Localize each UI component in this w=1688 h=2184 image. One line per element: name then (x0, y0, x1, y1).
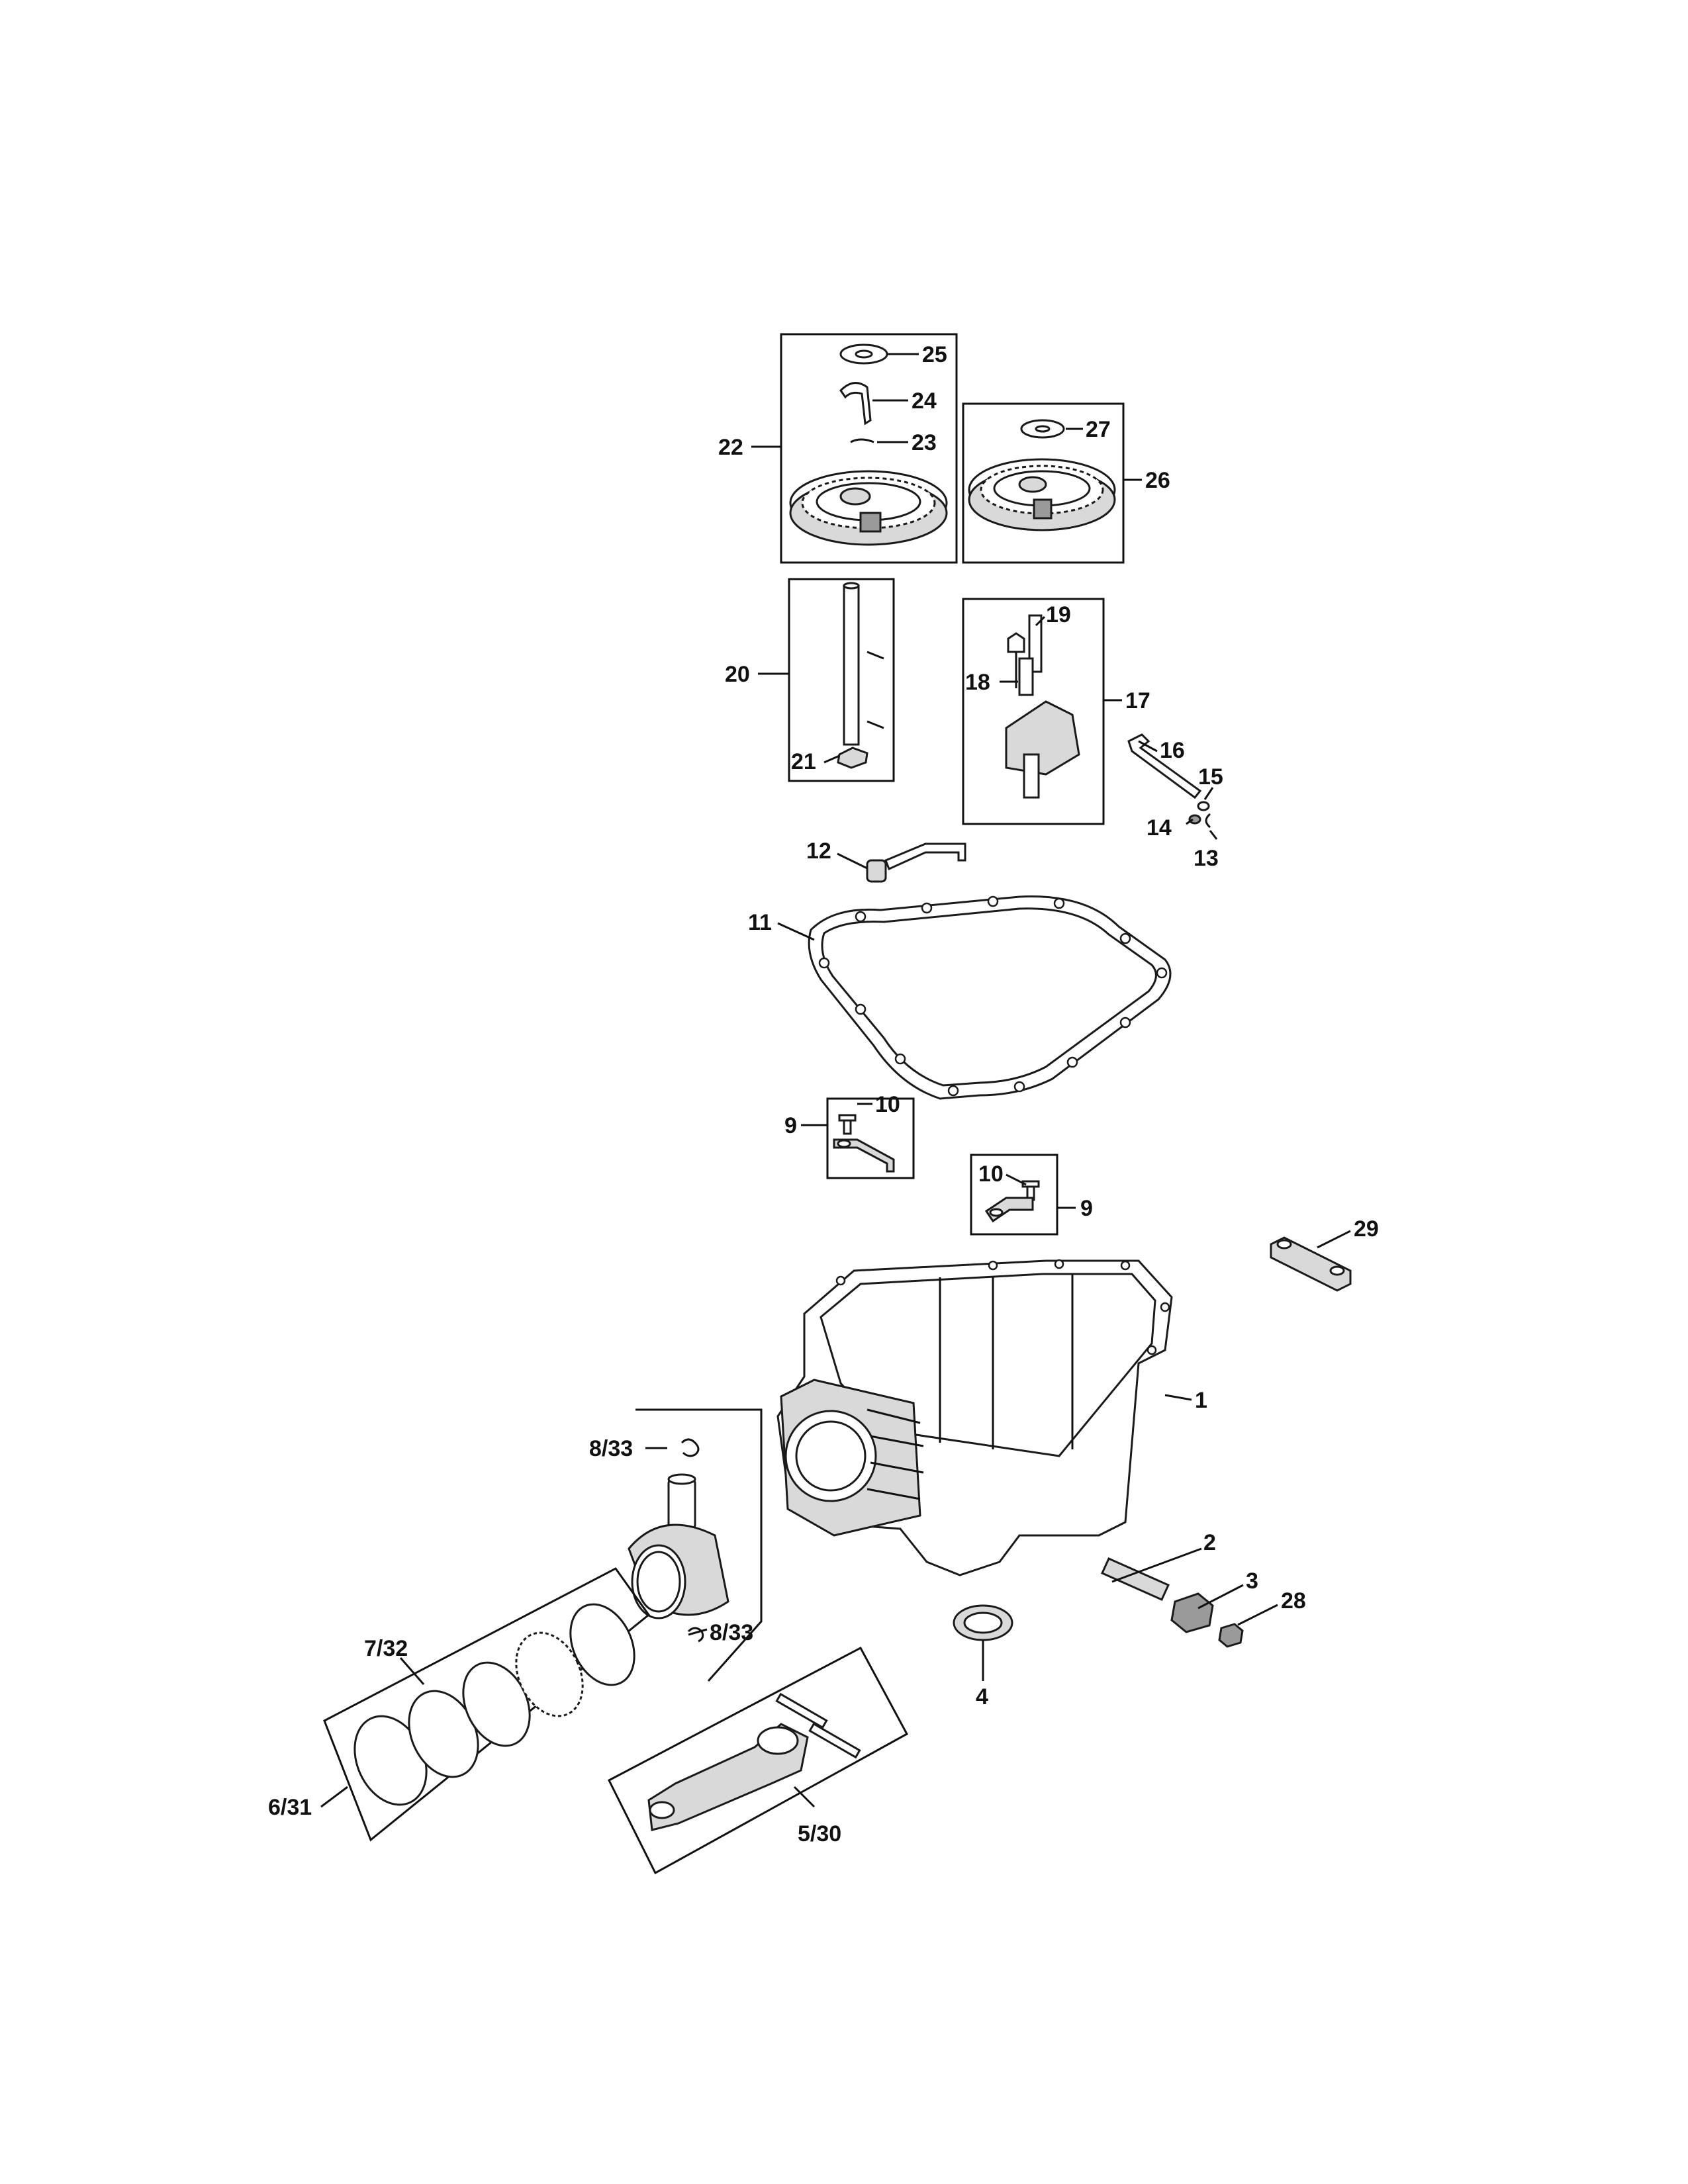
callout-27: 27 (1086, 417, 1111, 442)
callout-6-31: 6/31 (268, 1795, 312, 1820)
connecting-rod-5-30 (608, 1646, 909, 1875)
leader-lines (320, 353, 1351, 1808)
callout-24: 24 (912, 388, 937, 414)
callout-22: 22 (718, 435, 743, 460)
governor-shaft-assembly-20 (788, 578, 895, 782)
callout-20: 20 (725, 662, 750, 687)
fasteners-2-3-28 (1101, 1557, 1244, 1648)
callout-2: 2 (1203, 1530, 1216, 1555)
callout-25: 25 (922, 342, 947, 367)
crankcase-1 (776, 1259, 1173, 1576)
bracket-assembly-9-right (970, 1154, 1058, 1236)
callout-12: 12 (806, 839, 831, 864)
camshaft-gear-assembly-22 (780, 333, 958, 564)
callout-4: 4 (976, 1684, 988, 1709)
callout-17: 17 (1125, 688, 1150, 713)
callout-28: 28 (1281, 1588, 1306, 1614)
callout-1: 1 (1195, 1388, 1207, 1413)
callout-13: 13 (1194, 846, 1219, 871)
governor-assembly-17 (962, 598, 1105, 825)
callout-29: 29 (1354, 1216, 1379, 1242)
callout-18: 18 (965, 670, 990, 695)
callout-labels: 25 24 23 22 27 26 20 21 19 18 17 16 15 1… (268, 342, 1379, 1846)
callout-15: 15 (1198, 764, 1223, 790)
callout-21: 21 (791, 749, 816, 774)
callout-9-right: 9 (1080, 1196, 1093, 1221)
callout-16: 16 (1160, 738, 1185, 763)
callout-14: 14 (1147, 815, 1172, 841)
callout-8-33-top: 8/33 (589, 1436, 633, 1461)
piston-rings-7-32 (323, 1567, 651, 1842)
callout-26: 26 (1145, 468, 1170, 493)
camshaft-gear-26 (962, 402, 1125, 564)
callout-10-left: 10 (875, 1092, 900, 1117)
callout-3: 3 (1246, 1569, 1258, 1594)
bracket-assembly-9-left (826, 1097, 915, 1179)
callout-23: 23 (912, 430, 937, 455)
link-29 (1270, 1236, 1352, 1292)
callout-5-30: 5/30 (798, 1821, 841, 1846)
governor-arm-16 (1127, 733, 1211, 829)
callout-19: 19 (1046, 602, 1071, 627)
crankcase-gasket-11 (808, 895, 1172, 1100)
breather-tube-12 (866, 842, 966, 883)
oil-seal-4 (953, 1604, 1013, 1641)
callout-8-33-bottom: 8/33 (710, 1620, 753, 1645)
piston-assembly-box (628, 1408, 763, 1682)
callout-7-32: 7/32 (364, 1636, 408, 1661)
callout-11: 11 (748, 910, 772, 935)
callout-10-right: 10 (978, 1161, 1004, 1187)
callout-9-left: 9 (784, 1113, 797, 1138)
